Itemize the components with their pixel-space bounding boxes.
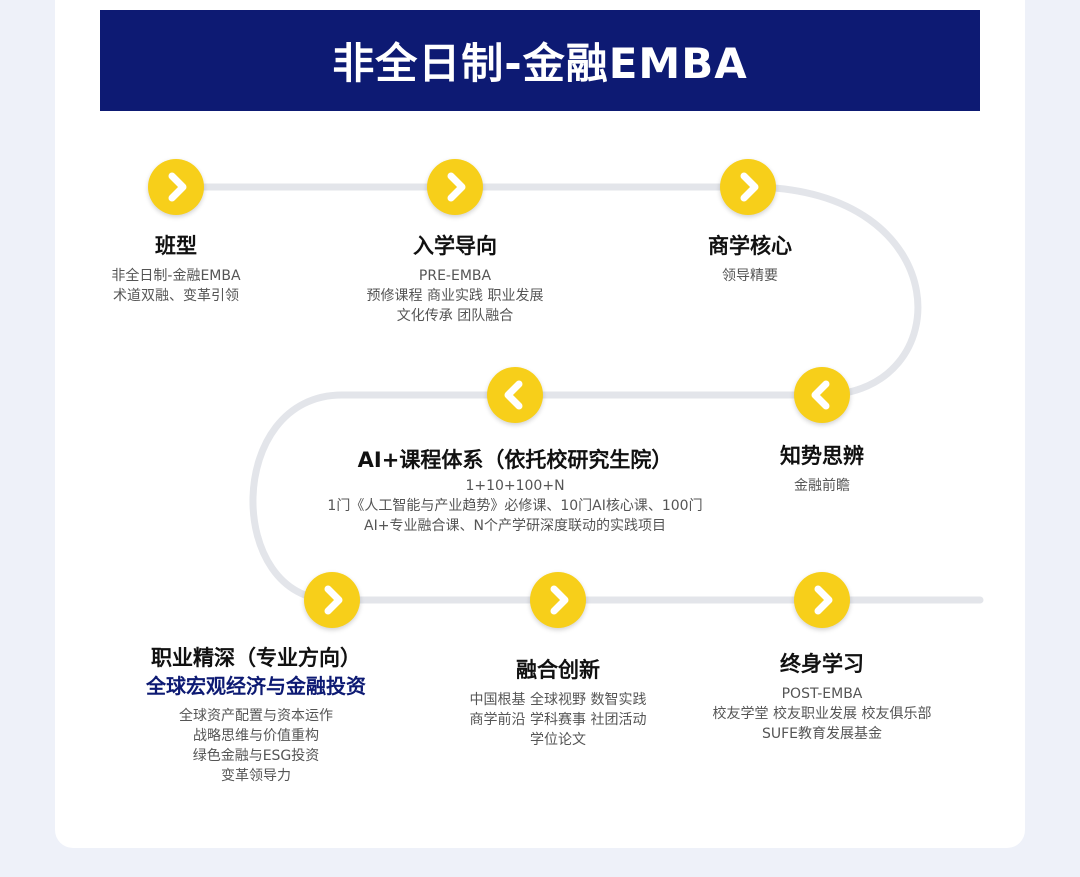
stage-line: 中国根基 全球视野 数智实践 — [469, 692, 647, 708]
stage-title: 商学核心 — [708, 234, 792, 258]
stage-insight: 知势思辨 金融前瞻 — [732, 442, 912, 496]
stage-line: 预修课程 商业实践 职业发展 — [366, 288, 544, 304]
stage-subtitle: 全球宏观经济与金融投资 — [146, 674, 366, 698]
stage-line: 绿色金融与ESG投资 — [192, 748, 320, 764]
step-node-insight — [794, 367, 850, 423]
stage-title: 职业精深（专业方向） — [151, 646, 361, 670]
stage-title: 班型 — [155, 234, 197, 258]
content-card — [55, 0, 1025, 848]
step-node-innovation — [530, 572, 586, 628]
stage-line: 商学前沿 学科赛事 社团活动 — [469, 712, 647, 728]
chevron-right-icon — [168, 172, 187, 202]
stage-title: AI+课程体系（依托校研究生院） — [357, 448, 673, 472]
chevron-right-icon — [740, 172, 759, 202]
stage-title: 终身学习 — [780, 652, 864, 676]
stage-line: 战略思维与价值重构 — [193, 728, 319, 744]
step-node-class-type — [148, 159, 204, 215]
stage-line: PRE-EMBA — [418, 268, 492, 284]
stage-class-type: 班型 非全日制-金融EMBA 术道双融、变革引领 — [76, 232, 276, 306]
stage-admission: 入学导向 PRE-EMBA 预修课程 商业实践 职业发展 文化传承 团队融合 — [330, 232, 580, 326]
stage-line: 术道双融、变革引领 — [113, 288, 239, 304]
chevron-right-icon — [324, 585, 343, 615]
stage-line: AI+专业融合课、N个产学研深度联动的实践项目 — [364, 518, 666, 534]
stage-ai-curriculum: AI+课程体系（依托校研究生院） 1+10+100+N 1门《人工智能与产业趋势… — [275, 446, 755, 536]
stage-line: 全球资产配置与资本运作 — [179, 708, 333, 724]
stage-line: 1门《人工智能与产业趋势》必修课、10门AI核心课、100门 — [327, 498, 703, 514]
step-node-business-core — [720, 159, 776, 215]
chevron-left-icon — [504, 380, 523, 410]
stage-title: 知势思辨 — [780, 444, 864, 468]
step-node-ai-curriculum — [487, 367, 543, 423]
stage-line: 1+10+100+N — [465, 478, 565, 494]
stage-line: 金融前瞻 — [794, 478, 850, 494]
stage-business-core: 商学核心 领导精要 — [660, 232, 840, 286]
stage-line: 领导精要 — [722, 268, 778, 284]
chevron-left-icon — [811, 380, 830, 410]
step-node-lifelong — [794, 572, 850, 628]
stage-line: POST-EMBA — [781, 686, 863, 702]
banner-title: 非全日制-金融EMBA — [332, 39, 748, 88]
stage-line: 校友学堂 校友职业发展 校友俱乐部 — [712, 706, 932, 722]
chevron-right-icon — [447, 172, 466, 202]
step-node-career — [304, 572, 360, 628]
stage-line: 学位论文 — [530, 732, 586, 748]
stage-line: SUFE教育发展基金 — [761, 726, 883, 742]
stage-title: 入学导向 — [413, 234, 497, 258]
stage-title: 融合创新 — [516, 658, 600, 682]
stage-career: 职业精深（专业方向） 全球宏观经济与金融投资 全球资产配置与资本运作 战略思维与… — [106, 644, 406, 786]
stage-lifelong: 终身学习 POST-EMBA 校友学堂 校友职业发展 校友俱乐部 SUFE教育发… — [682, 650, 962, 744]
step-node-admission — [427, 159, 483, 215]
chevron-right-icon — [550, 585, 569, 615]
chevron-right-icon — [814, 585, 833, 615]
stage-line: 非全日制-金融EMBA — [111, 268, 241, 284]
stage-line: 文化传承 团队融合 — [396, 308, 514, 324]
title-banner: 非全日制-金融EMBA — [100, 10, 980, 111]
stage-innovation: 融合创新 中国根基 全球视野 数智实践 商学前沿 学科赛事 社团活动 学位论文 — [428, 656, 688, 750]
stage-line: 变革领导力 — [221, 768, 291, 784]
